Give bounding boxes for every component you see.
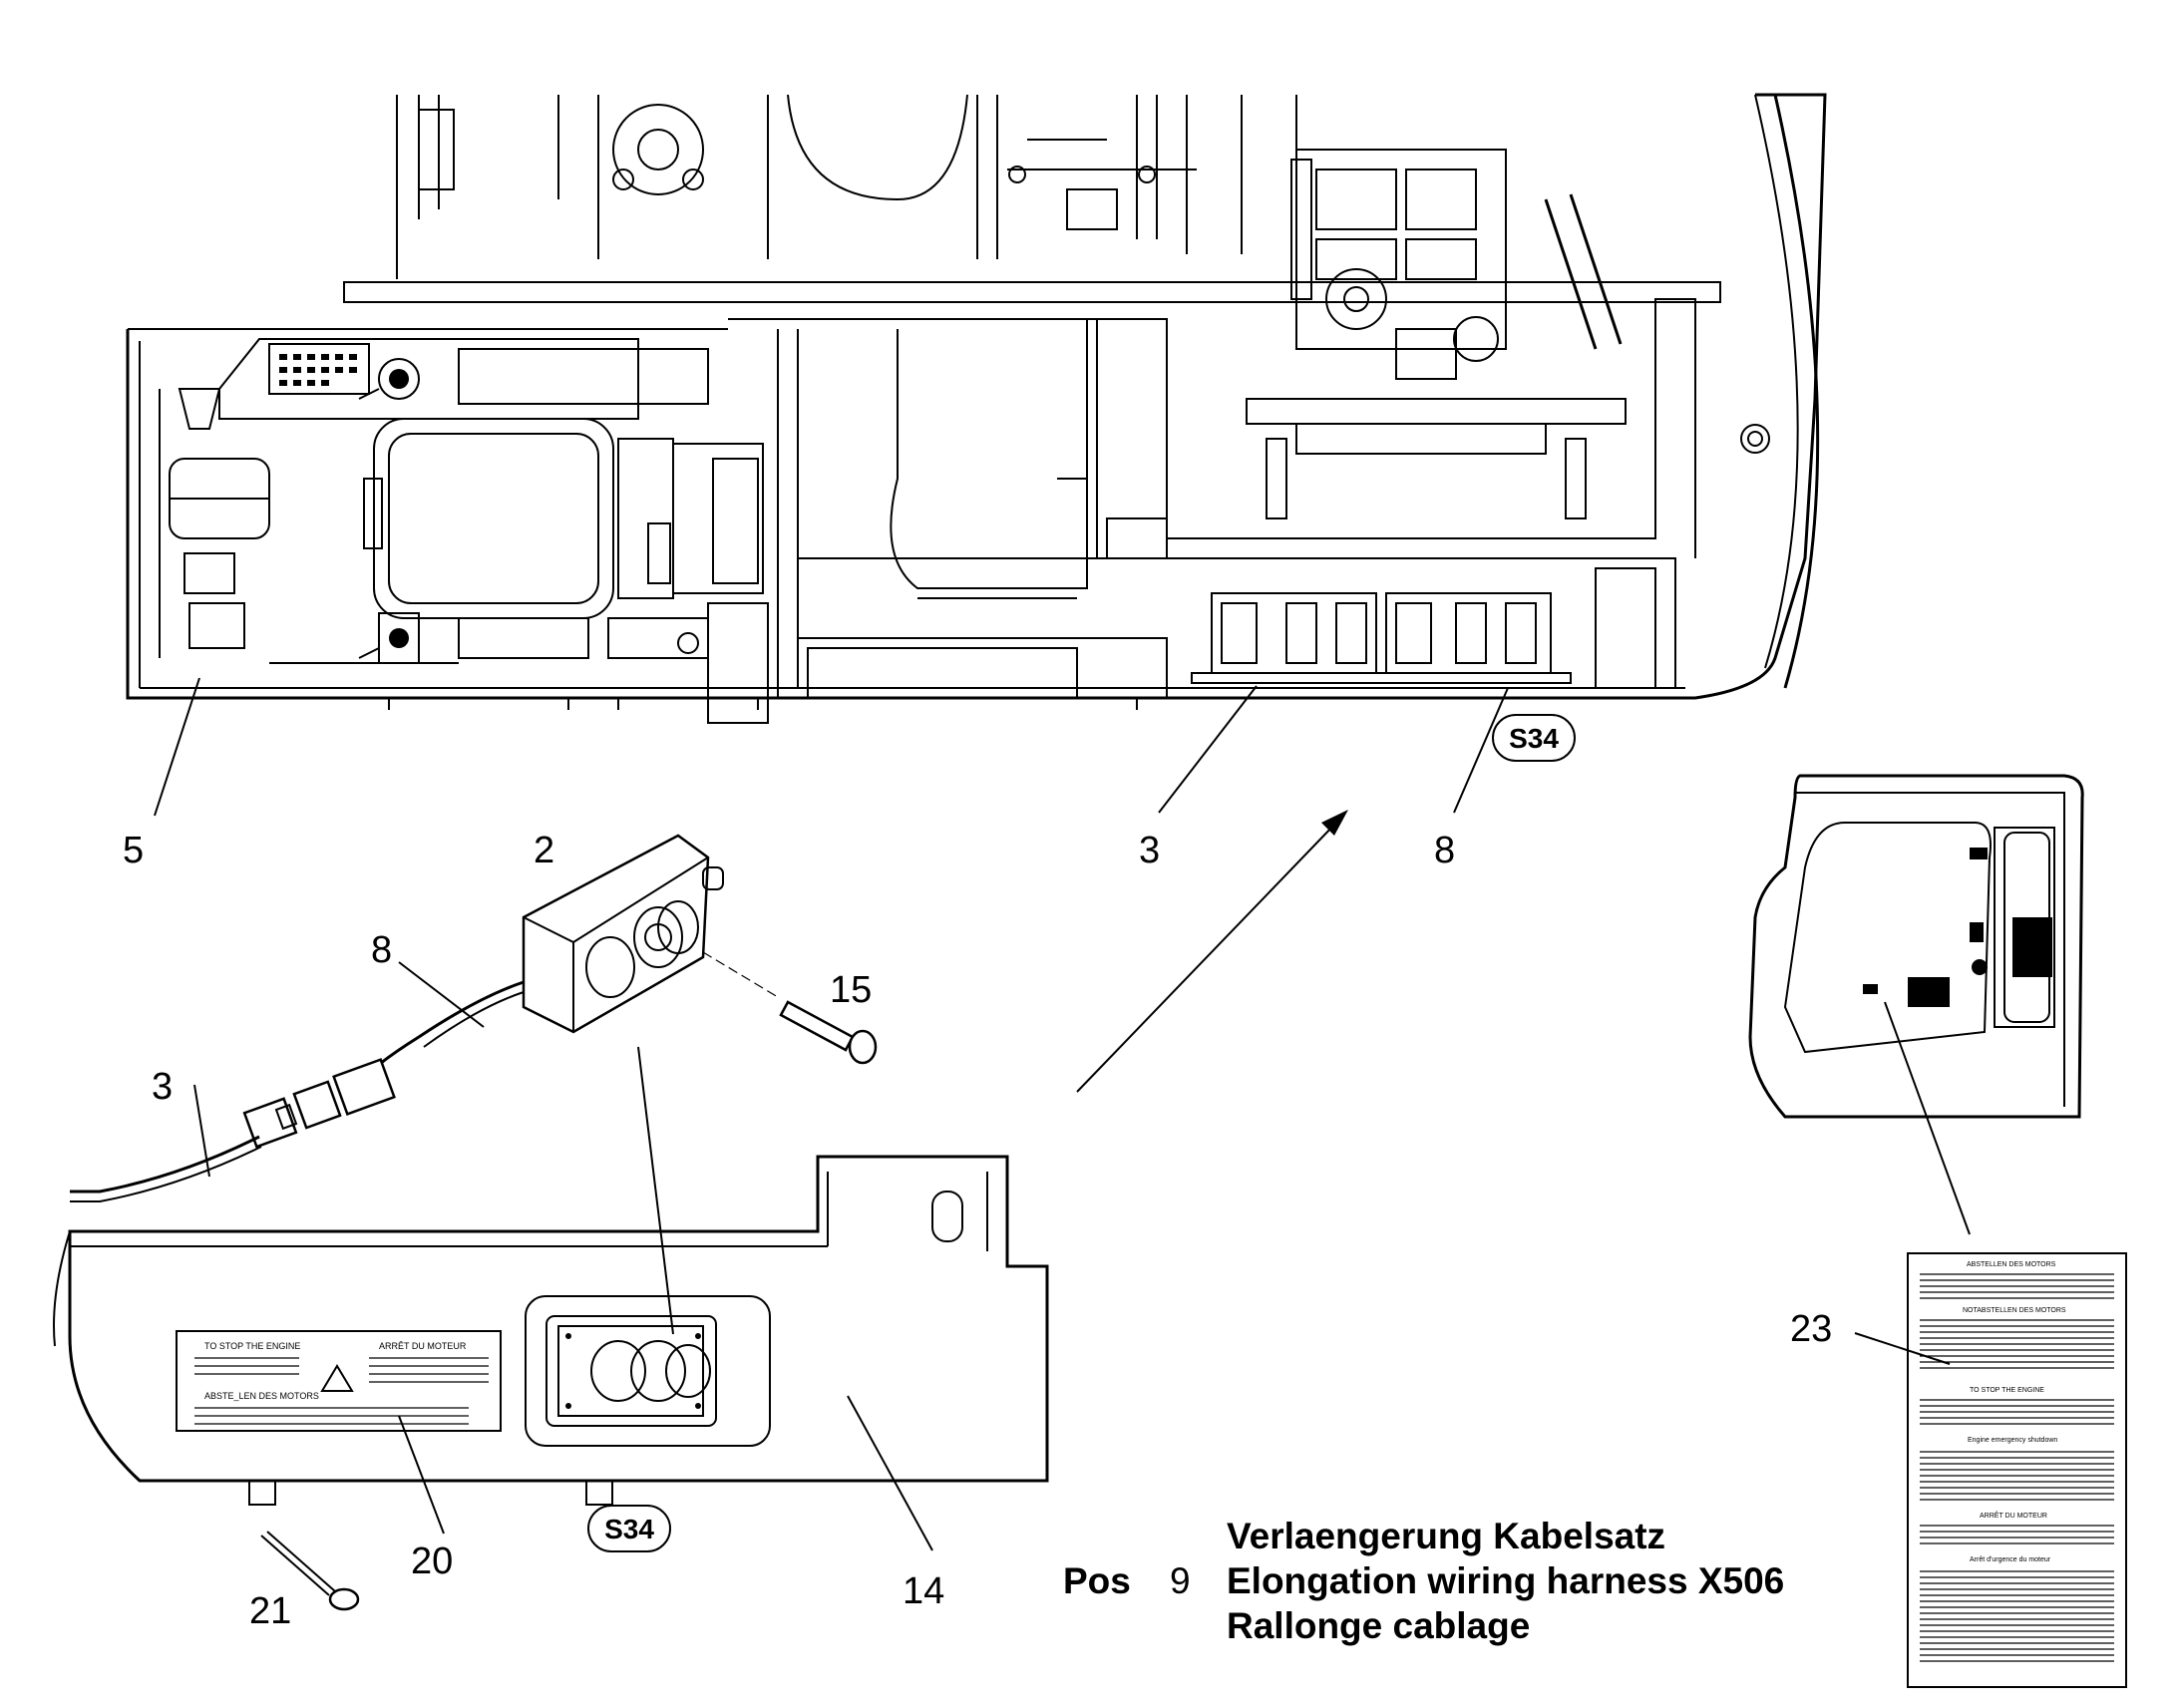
callout-3-cable: 3: [152, 1066, 173, 1108]
switch-recess: [525, 1295, 771, 1447]
caption: Verlaengerung Kabelsatz Pos 9 Elongation…: [1063, 1516, 1784, 1646]
callout-5: 5: [123, 830, 144, 871]
frame-rail: [53, 1155, 1049, 1506]
callout-14: 14: [903, 1570, 944, 1612]
caption-pos-number: 9: [1170, 1560, 1191, 1601]
callout-23: 23: [1790, 1308, 1832, 1350]
warning-plate: TO STOP THE ENGINE ARRÊT DU MOTEUR ABSTE…: [176, 1330, 502, 1432]
s34-badge-top: S34: [1492, 714, 1576, 762]
sticker-h5: ARRÊT DU MOTEUR: [1980, 1511, 2047, 1520]
sticker-h1: ABSTELLEN DES MOTORS: [1967, 1261, 2056, 1268]
plate-title-fr: ARRÊT DU MOTEUR: [379, 1341, 467, 1351]
caption-line-en: Elongation wiring harness X506: [1227, 1560, 1784, 1601]
screw-21: [260, 1531, 360, 1611]
keypad: [279, 354, 357, 386]
caption-line-fr: Rallonge cablage: [1227, 1605, 1530, 1646]
callout-15: 15: [830, 969, 872, 1011]
leader-lines: [154, 677, 1971, 1551]
caption-line-de: Verlaengerung Kabelsatz: [1227, 1516, 1665, 1556]
callout-3-top: 3: [1139, 830, 1160, 871]
control-panel: [1748, 774, 2084, 1119]
svg-text:S34: S34: [1509, 723, 1559, 754]
callout-8-top: 8: [1434, 830, 1455, 871]
bracket-mount: [1167, 557, 1676, 689]
sticker-h2: NOTABSTELLEN DES MOTORS: [1963, 1307, 2066, 1314]
sticker-h4: Engine emergency shutdown: [1968, 1437, 2057, 1444]
wiring-harness: [70, 980, 525, 1202]
switch-box-assembly: [522, 834, 724, 1034]
plate-title-de: ABSTE_LEN DES MOTORS: [204, 1391, 319, 1401]
machine-plan-view: [126, 93, 1827, 724]
operator-cab: [159, 338, 769, 724]
s34-badge-bottom: S34: [587, 1505, 671, 1552]
plate-title-en: TO STOP THE ENGINE: [204, 1341, 300, 1351]
sticker-h6: Arrêt d'urgence du moteur: [1970, 1556, 2051, 1563]
engine-block: [1290, 149, 1623, 380]
callouts: 5 2 8 15 3 3 8 23 20 21 14: [123, 830, 1832, 1632]
instruction-sticker: ABSTELLEN DES MOTORS NOTABSTELLEN DES MO…: [1907, 1252, 2127, 1688]
callout-2: 2: [534, 830, 554, 871]
sticker-h3: TO STOP THE ENGINE: [1970, 1387, 2044, 1394]
callout-20: 20: [411, 1540, 453, 1582]
bolt-15: [702, 951, 878, 1065]
svg-text:S34: S34: [604, 1514, 654, 1544]
callout-8-harness: 8: [371, 929, 392, 971]
caption-pos-label: Pos: [1063, 1560, 1131, 1601]
callout-21: 21: [249, 1590, 291, 1632]
